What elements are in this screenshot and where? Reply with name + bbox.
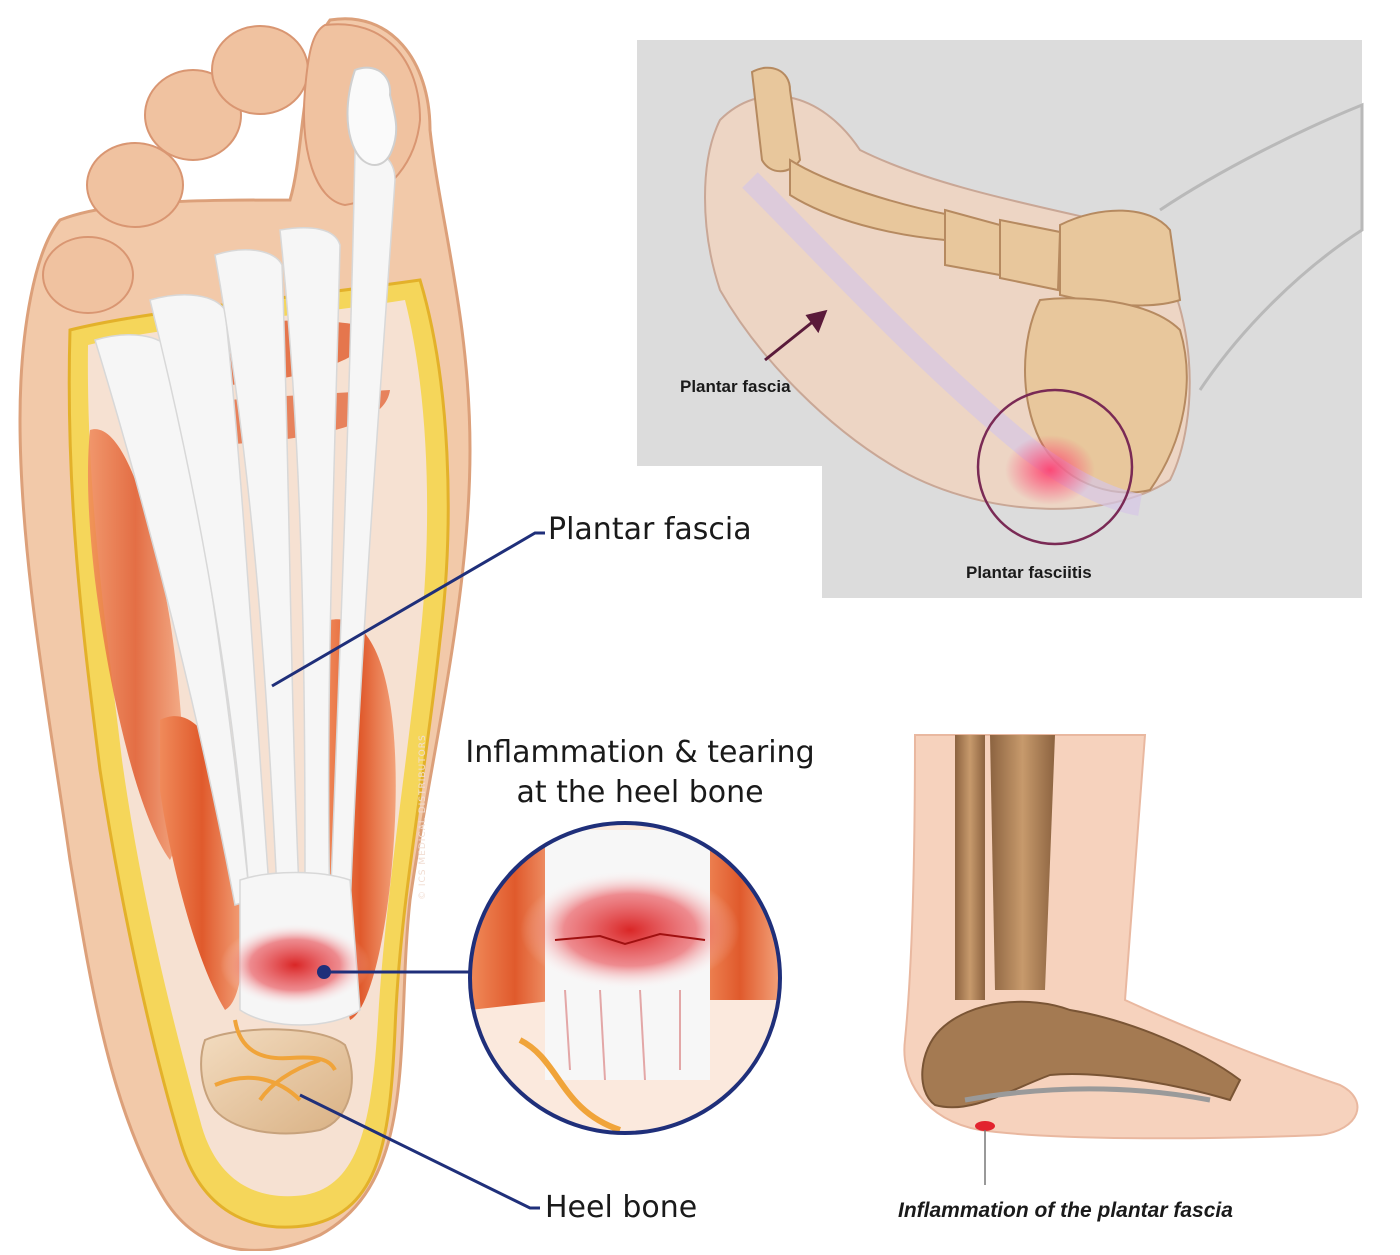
inset-side-view	[637, 40, 1364, 598]
copyright-watermark: © ICS MEDICAL DISTRIBUTORS	[418, 734, 428, 900]
heel-nerves	[214, 1019, 337, 1102]
label-heel-bone: Heel bone	[545, 1190, 698, 1225]
leader-line-plantar-fascia	[271, 531, 545, 688]
leader-line-heel-bone	[299, 1093, 540, 1210]
label-inflammation-line2: at the heel bone	[516, 775, 764, 810]
heel-inflammation-spot	[220, 923, 370, 1007]
label-inset-plantar-fasciitis: Plantar fasciitis	[966, 563, 1092, 582]
label-inflammation-tearing: Inflammation & tearing at the heel bone	[440, 733, 840, 813]
ankle-side-illustration	[903, 734, 1359, 1185]
foot-sole-illustration	[18, 17, 472, 1252]
label-inflammation-line1: Inflammation & tearing	[465, 735, 815, 770]
label-plantar-fascia: Plantar fascia	[548, 512, 752, 547]
plantar-fascia-bands	[94, 148, 396, 1026]
leader-lines	[271, 531, 545, 1210]
label-inset-plantar-fascia: Plantar fascia	[680, 377, 791, 396]
big-toe-tendon	[346, 66, 398, 166]
zoom-circle-heel	[468, 821, 782, 1135]
label-caption-inflammation: Inflammation of the plantar fascia	[898, 1199, 1233, 1222]
